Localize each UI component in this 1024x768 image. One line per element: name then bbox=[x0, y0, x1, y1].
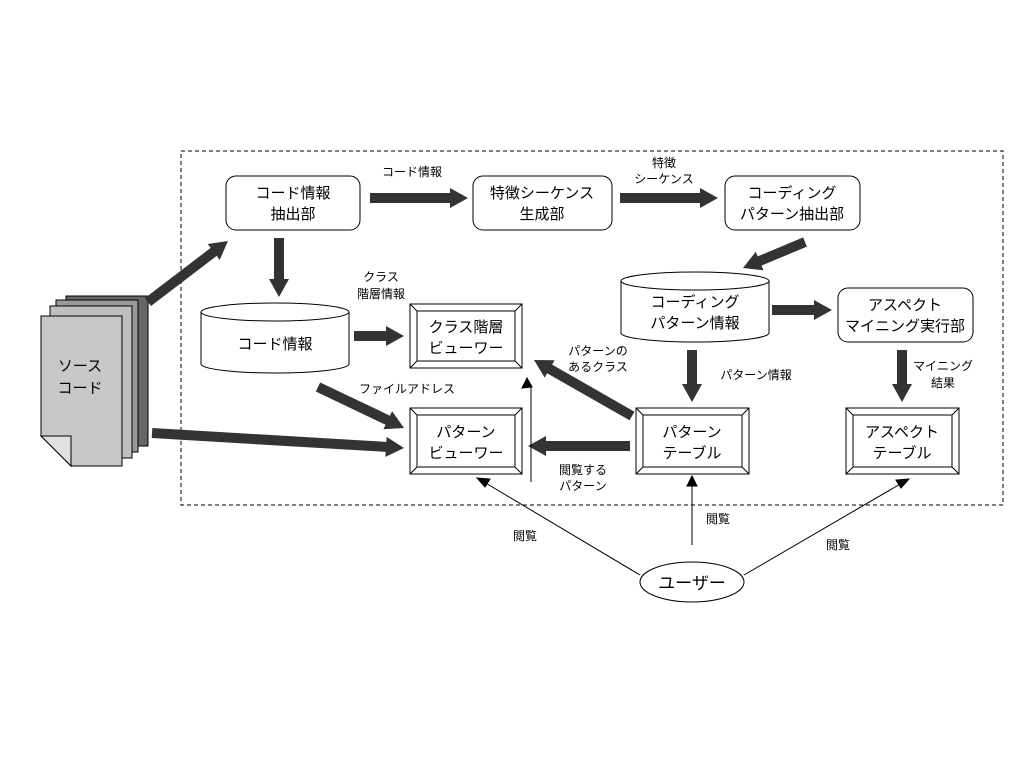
edge-label-class-hier-2: 階層情報 bbox=[357, 286, 405, 301]
code-info-extractor-label-1: コード情報 bbox=[255, 184, 330, 202]
edge-label-mining-result-2: 結果 bbox=[931, 376, 955, 390]
pattern-viewer-label-2: ビューワー bbox=[428, 444, 503, 462]
code-info-extractor: コード情報 抽出部 bbox=[225, 175, 361, 231]
arrow-user-to-aspect-table bbox=[743, 482, 903, 576]
thin-arrows bbox=[475, 376, 911, 576]
user-node: ユーザー bbox=[639, 561, 745, 603]
edge-label-browse-right: 閲覧 bbox=[826, 538, 850, 552]
thick-arrows bbox=[145, 188, 912, 457]
feature-sequence-generator: 特徴シーケンス 生成部 bbox=[472, 175, 613, 231]
user-label: ユーザー bbox=[658, 574, 726, 594]
coding-pattern-info-store: コーディング パターン情報 bbox=[620, 271, 770, 343]
arrow-code-info-to-pattern-viewer bbox=[315, 382, 404, 430]
pattern-table-label-2: テーブル bbox=[662, 444, 721, 462]
edge-label-browse-pattern-1: 閲覧する bbox=[559, 463, 607, 477]
aspect-table-label-2: テーブル bbox=[872, 444, 931, 462]
aspect-table: アスペクト テーブル bbox=[845, 407, 960, 475]
edge-label-pattern-info: パターン情報 bbox=[720, 368, 791, 382]
code-info-extractor-label-2: 抽出部 bbox=[270, 205, 315, 223]
arrow-code-extractor-to-seq-generator bbox=[370, 188, 468, 208]
source-code-documents: ソース コード bbox=[39, 295, 149, 468]
feature-sequence-generator-label-1: 特徴シーケンス bbox=[490, 184, 594, 202]
edge-label-feature-seq-1: 特徴 bbox=[652, 155, 676, 170]
edge-label-pattern-class-2: あるクラス bbox=[568, 360, 628, 374]
edge-label-browse-left: 閲覧 bbox=[513, 529, 537, 543]
edge-label-browse-center: 閲覧 bbox=[706, 512, 730, 526]
class-hierarchy-viewer-label-1: クラス階層 bbox=[429, 318, 504, 336]
arrow-pattern-info-to-aspect-miner bbox=[772, 300, 832, 320]
code-info-store-label: コード情報 bbox=[237, 335, 312, 353]
arrow-user-to-pattern-viewer bbox=[483, 481, 641, 576]
arrow-code-info-to-class-viewer bbox=[354, 326, 404, 346]
arrow-pattern-table-to-pattern-viewer bbox=[528, 436, 630, 456]
arrow-source-to-pattern-viewer bbox=[151, 428, 404, 457]
pattern-table: パターン テーブル bbox=[635, 407, 750, 475]
coding-pattern-extractor-label-2: パターン抽出部 bbox=[740, 205, 844, 223]
arrow-source-to-code-extractor bbox=[145, 241, 228, 306]
class-hierarchy-viewer-label-2: ビューワー bbox=[428, 339, 503, 357]
feature-sequence-generator-label-2: 生成部 bbox=[519, 205, 564, 223]
aspect-mining-executor: アスペクト マイニング実行部 bbox=[837, 287, 974, 343]
code-info-store: コード情報 bbox=[200, 302, 350, 374]
coding-pattern-info-store-label-1: コーディング bbox=[651, 293, 740, 311]
pattern-viewer-label-1: パターン bbox=[436, 423, 495, 441]
coding-pattern-extractor: コーディング パターン抽出部 bbox=[724, 175, 861, 231]
arrow-pattern-table-to-class-viewer bbox=[534, 360, 635, 421]
pattern-table-label-1: パターン bbox=[662, 423, 721, 441]
arrowhead-user-to-aspect-table bbox=[895, 478, 911, 489]
arrowhead-user-to-class-viewer bbox=[521, 376, 533, 389]
source-code-label-2: コード bbox=[57, 379, 102, 397]
arrow-code-extractor-to-code-info bbox=[269, 238, 289, 297]
edge-label-code-info: コード情報 bbox=[382, 165, 442, 179]
arrowhead-user-to-pattern-table bbox=[686, 474, 698, 487]
class-hierarchy-viewer: クラス階層 ビューワー bbox=[409, 303, 523, 369]
edge-label-feature-seq-2: シーケンス bbox=[634, 172, 693, 186]
arrow-pattern-info-to-pattern-table bbox=[682, 350, 702, 402]
edge-label-file-address: ファイルアドレス bbox=[359, 382, 455, 396]
edge-label-mining-result-1: マイニング bbox=[913, 359, 973, 373]
aspect-mining-executor-label-2: マイニング実行部 bbox=[845, 317, 965, 335]
coding-pattern-extractor-label-1: コーディング bbox=[748, 184, 837, 202]
arrow-pattern-extractor-to-pattern-info bbox=[743, 237, 807, 271]
aspect-mining-executor-label-1: アスペクト bbox=[868, 296, 942, 314]
arrow-aspect-miner-to-aspect-table bbox=[892, 350, 912, 402]
pattern-viewer: パターン ビューワー bbox=[409, 407, 523, 475]
aspect-table-label-1: アスペクト bbox=[865, 423, 939, 441]
arrowhead-user-to-pattern-viewer bbox=[475, 477, 491, 488]
edge-label-pattern-class-1: パターンの bbox=[568, 344, 627, 358]
coding-pattern-info-store-label-2: パターン情報 bbox=[650, 314, 739, 332]
edge-label-class-hier-1: クラス bbox=[363, 270, 399, 284]
arrow-seq-generator-to-pattern-extractor bbox=[620, 188, 718, 208]
edge-label-browse-pattern-2: パターン bbox=[559, 479, 606, 493]
source-code-label-1: ソース bbox=[58, 357, 102, 375]
